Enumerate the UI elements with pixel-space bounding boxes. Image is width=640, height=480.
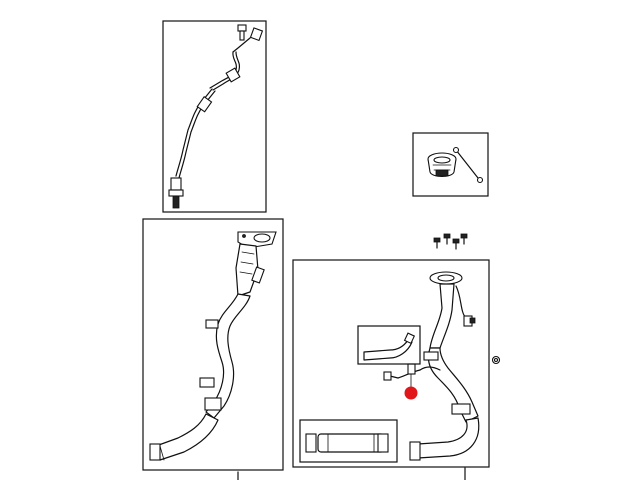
- inset-straight-hose[interactable]: [299, 419, 398, 463]
- grommet-part: [196, 96, 213, 113]
- harness-connector-part: [383, 371, 392, 381]
- panel-frame: [142, 218, 284, 471]
- mounting-flange-part: [237, 231, 277, 249]
- washer-part[interactable]: [491, 355, 501, 365]
- vent-hose-part: [363, 339, 413, 361]
- heat-shield-part: [235, 243, 259, 297]
- fuel-cap-part: [427, 152, 457, 178]
- panel-frame: [412, 132, 489, 197]
- bracket-part: [251, 266, 265, 284]
- loose-fasteners[interactable]: [433, 233, 468, 250]
- clamp-part: [423, 351, 439, 361]
- clamp-part: [199, 377, 215, 388]
- sensor-wire: [175, 88, 213, 177]
- hose-end: [159, 445, 165, 461]
- screw-part: [433, 237, 441, 249]
- bolt-part: [237, 24, 247, 41]
- highlight-dot[interactable]: [404, 386, 418, 400]
- harness-wire: [389, 369, 421, 379]
- vent-line: [455, 285, 467, 319]
- panel-filler-tube-left[interactable]: [142, 218, 284, 480]
- connector-part: [232, 27, 264, 53]
- harness-clip-part: [407, 363, 416, 375]
- panel-frame: [162, 20, 267, 213]
- shield-ribs: [239, 251, 255, 275]
- elbow-hose-part: [155, 413, 219, 461]
- upper-tube-part: [429, 283, 455, 349]
- clamp-part: [204, 397, 222, 411]
- mounting-flange-part: [429, 271, 463, 285]
- vent-hose-cuff: [403, 332, 416, 345]
- panel-filler-tube-right[interactable]: [292, 259, 490, 480]
- tether-part: [452, 146, 484, 184]
- inset-vent-hose[interactable]: [357, 325, 421, 365]
- sensor-wire-parallel: [178, 90, 216, 179]
- wire-parallel: [212, 51, 241, 91]
- clamp-part: [451, 403, 471, 415]
- hose-cuff-part: [409, 441, 421, 461]
- inset-frame: [357, 325, 421, 365]
- sensor-part: [168, 177, 184, 209]
- screw-part: [443, 233, 451, 245]
- harness-wire: [419, 366, 441, 371]
- straight-hose-part: [305, 433, 389, 453]
- inset-frame: [299, 419, 398, 463]
- clip-part: [225, 67, 241, 83]
- hose-cuff-part: [149, 443, 161, 461]
- panel-frame: [292, 259, 490, 468]
- vent-valve-part: [463, 315, 476, 327]
- screw-part: [460, 233, 468, 245]
- panel-fuel-cap[interactable]: [412, 132, 489, 197]
- screw-part: [452, 238, 460, 250]
- clamp-part: [205, 319, 219, 329]
- elbow-hose-part: [417, 417, 480, 459]
- panel-sensor-harness[interactable]: [162, 20, 267, 213]
